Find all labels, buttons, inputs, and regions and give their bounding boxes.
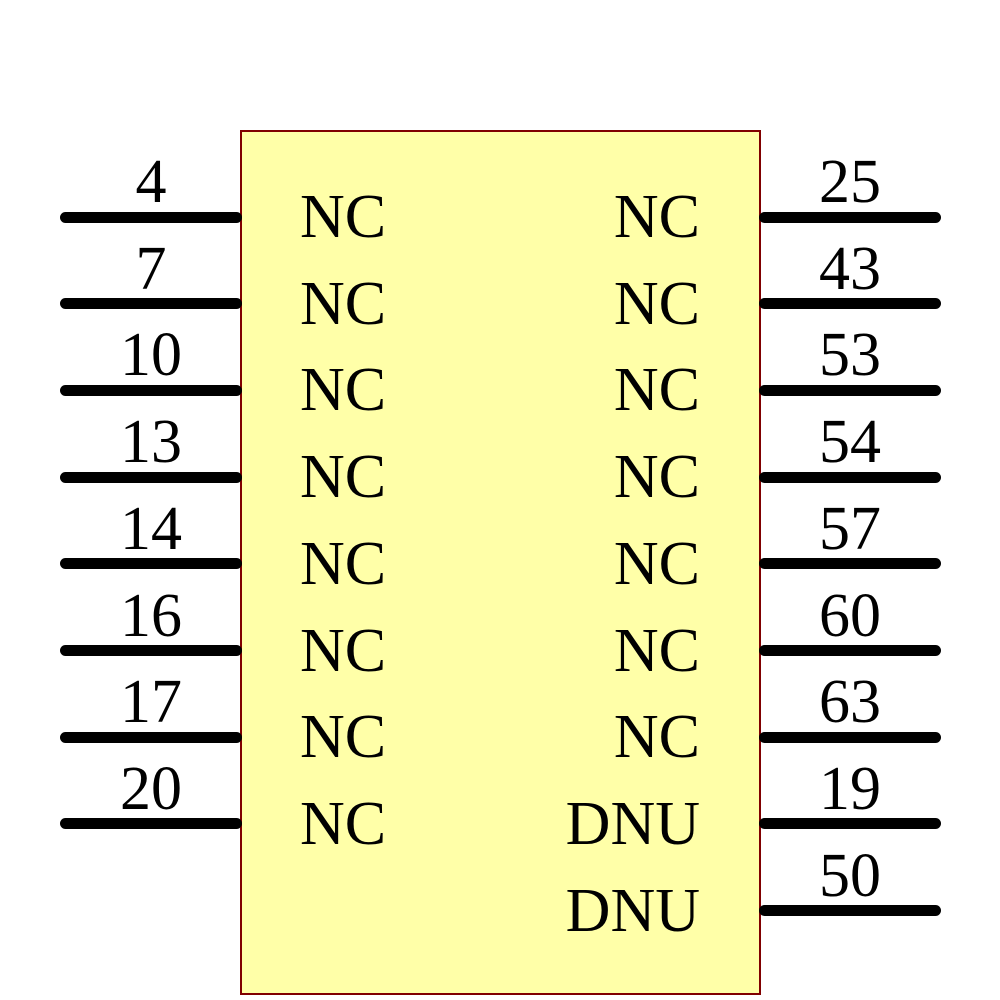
pin-number: 53 [819, 321, 881, 390]
pin-wire[interactable] [60, 645, 242, 656]
pin-wire[interactable] [759, 818, 941, 830]
pin-name-label: NC [300, 443, 387, 512]
pin-name-label: NC [300, 356, 387, 425]
pin-wire[interactable] [759, 558, 941, 570]
pin-number: 13 [120, 408, 182, 477]
pin-wire[interactable] [759, 298, 941, 310]
pin-name-label: NC [300, 703, 387, 772]
pin-name-label: NC [613, 529, 700, 598]
pin-number: 25 [819, 148, 881, 216]
pin-wire[interactable] [759, 471, 941, 483]
pin-number: 60 [819, 581, 881, 650]
pin-wire[interactable] [759, 731, 941, 743]
pin-wire[interactable] [60, 384, 242, 396]
pin-wire[interactable] [60, 298, 242, 310]
pin-name-label: NC [300, 183, 387, 251]
pin-name-label: NC [613, 443, 700, 512]
component-body-rectangle [240, 130, 761, 995]
pin-wire[interactable] [759, 645, 941, 656]
pin-number: 54 [819, 408, 881, 477]
pin-name-label: DNU [565, 789, 700, 858]
pin-number: 19 [819, 754, 881, 823]
pin-name-label: NC [613, 269, 700, 338]
pin-wire[interactable] [60, 731, 242, 743]
pin-name-label: NC [300, 789, 387, 858]
pin-number: 50 [819, 841, 881, 910]
pin-wire[interactable] [60, 558, 242, 570]
pin-wire[interactable] [759, 384, 941, 396]
pin-wire[interactable] [60, 471, 242, 483]
pin-number: 57 [819, 494, 881, 563]
pin-number: 43 [819, 234, 881, 303]
pin-name-label: NC [613, 703, 700, 772]
pin-wire[interactable] [759, 905, 941, 917]
pin-name-label: NC [300, 616, 387, 685]
pin-name-label: NC [300, 529, 387, 598]
pin-number: 16 [120, 581, 182, 650]
pin-number: 14 [120, 494, 182, 563]
pin-name-label: NC [613, 356, 700, 425]
pin-number: 63 [819, 668, 881, 737]
pin-number: 7 [135, 234, 167, 303]
pin-name-label: NC [300, 269, 387, 338]
pin-name-label: NC [613, 616, 700, 685]
pin-name-label: DNU [565, 876, 700, 945]
pin-number: 10 [120, 321, 182, 390]
pin-wire[interactable] [759, 211, 941, 223]
pin-number: 4 [135, 148, 167, 216]
pin-number: 17 [120, 668, 182, 737]
pin-name-label: NC [613, 183, 700, 251]
pin-wire[interactable] [60, 211, 242, 223]
pin-wire[interactable] [60, 818, 242, 830]
pin-number: 20 [120, 754, 182, 823]
